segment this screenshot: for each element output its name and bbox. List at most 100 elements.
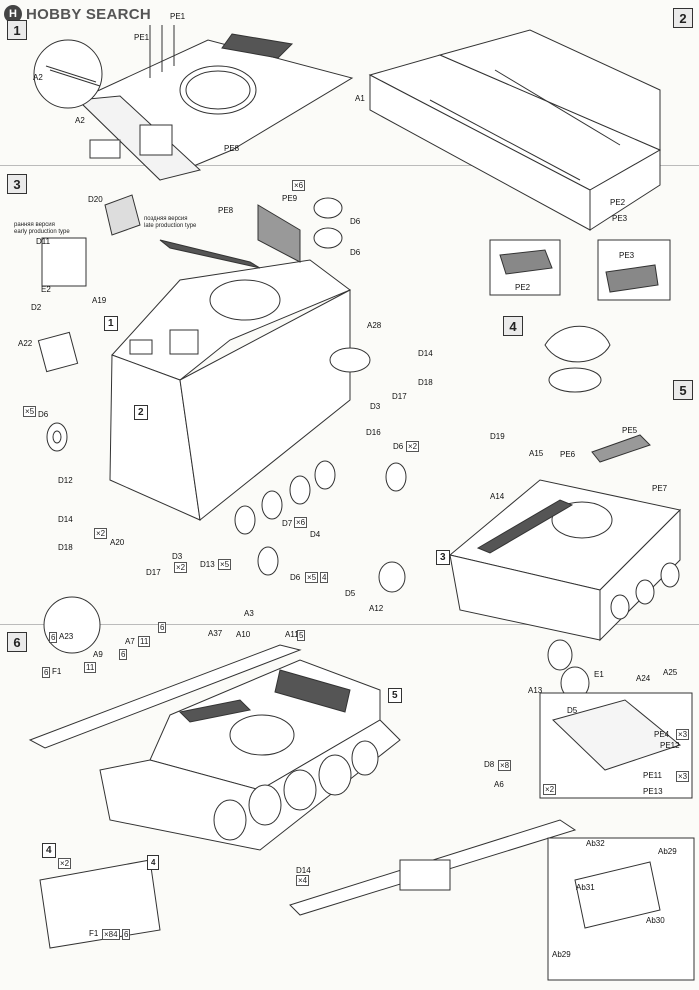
subassembly-ref: 2 <box>134 405 148 420</box>
quantity-marker: 5 <box>297 630 306 641</box>
part-label: A15 <box>529 449 544 458</box>
quantity-marker: ×84 <box>102 929 120 940</box>
part-label: A9 <box>93 650 103 659</box>
quantity-marker: ×2 <box>406 441 420 452</box>
part-label: A2 <box>75 116 85 125</box>
quantity-marker: ×2 <box>94 528 108 539</box>
quantity-marker: ×4 <box>296 875 310 886</box>
part-label: D11 <box>36 237 51 246</box>
quantity-marker: 6 <box>122 929 131 940</box>
step-number-4: 4 <box>503 316 523 336</box>
part-label: D18 <box>58 543 73 552</box>
part-label: PE11 <box>643 771 662 780</box>
part-label: A1 <box>355 94 365 103</box>
step-number-5: 5 <box>673 380 693 400</box>
late-variant-ru: поздняя версия <box>144 216 188 222</box>
quantity-marker: ×6 <box>292 180 306 191</box>
part-label: D6 <box>350 217 361 226</box>
part-label: D14 <box>296 866 311 875</box>
part-label: D7 <box>282 519 293 528</box>
quantity-marker: ×5 <box>305 572 319 583</box>
part-label: D3 <box>172 552 183 561</box>
part-label: D16 <box>366 428 381 437</box>
step3-hull-drawing <box>109 204 351 521</box>
part-label: A3 <box>244 609 254 618</box>
quantity-marker: 6 <box>42 667 51 678</box>
part-label: A11 <box>285 630 299 639</box>
quantity-marker: 4 <box>320 572 329 583</box>
quantity-marker: ×8 <box>498 760 512 771</box>
part-label: PE2 <box>515 283 531 292</box>
quantity-marker: ×3 <box>676 729 690 740</box>
part-label: PE1 <box>170 12 186 21</box>
early-variant-ru: ранняя версия <box>14 222 55 228</box>
part-label: E2 <box>41 285 51 294</box>
step-number-2: 2 <box>673 8 693 28</box>
subassembly-ref: 1 <box>104 316 118 331</box>
part-label: D12 <box>58 476 73 485</box>
quantity-marker: 6 <box>119 649 128 660</box>
step5-hull-drawing <box>378 434 682 700</box>
road-wheel-drawings <box>46 197 407 576</box>
part-label: D6 <box>393 442 404 451</box>
part-label: A19 <box>92 296 107 305</box>
subassembly-ref: 3 <box>436 550 450 565</box>
part-label: Ab32 <box>586 839 605 848</box>
part-label: Ab29 <box>658 847 677 856</box>
part-label: Ab30 <box>646 916 665 925</box>
part-label: PE7 <box>652 484 668 493</box>
hobby-search-logo: H HOBBY SEARCH <box>4 4 151 24</box>
part-label: A24 <box>636 674 651 683</box>
part-label: PE2 <box>610 198 626 207</box>
logo-mark-icon: H <box>4 5 22 23</box>
part-label: D17 <box>146 568 161 577</box>
part-label: PE8 <box>224 144 240 153</box>
part-label: F1 <box>52 667 62 676</box>
quantity-marker: 6 <box>158 622 167 633</box>
quantity-marker: ×6 <box>294 517 308 528</box>
quantity-marker: 6 <box>49 632 58 643</box>
quantity-marker: ×2 <box>543 784 557 795</box>
part-label: PE1 <box>134 33 150 42</box>
quantity-marker: ×2 <box>58 858 72 869</box>
part-label: A20 <box>110 538 125 547</box>
subassembly-ref: 4 <box>42 843 56 858</box>
part-label: A13 <box>528 686 543 695</box>
a22-plate-drawing <box>37 331 79 373</box>
part-label: D6 <box>350 248 361 257</box>
part-label: A10 <box>236 630 251 639</box>
step-number-6: 6 <box>7 632 27 652</box>
part-label: PE9 <box>282 194 298 203</box>
part-label: D14 <box>418 349 433 358</box>
step6-vehicle-drawing <box>28 644 577 916</box>
part-label: D6 <box>38 410 49 419</box>
divider <box>0 165 699 166</box>
part-label: PE13 <box>643 787 663 796</box>
quantity-marker: ×3 <box>676 771 690 782</box>
early-variant-en: early production type <box>14 229 70 235</box>
part-label: A7 <box>125 637 135 646</box>
a23-inset-circle <box>43 596 101 654</box>
subassembly-ref: 5 <box>388 688 402 703</box>
lower-hull-drawing <box>368 29 662 231</box>
part-label: A12 <box>369 604 384 613</box>
hull-top-plate-drawing <box>76 25 354 181</box>
part-label: D20 <box>88 195 103 204</box>
part-label: D8 <box>484 760 495 769</box>
track-link-inset <box>39 859 161 949</box>
part-label: PE4 <box>654 730 670 739</box>
late-variant-en: late production type <box>144 223 197 229</box>
part-label: Ab31 <box>576 883 595 892</box>
part-label: E1 <box>594 670 604 679</box>
quantity-marker: ×5 <box>218 559 232 570</box>
part-label: D6 <box>290 573 301 582</box>
part-label: PE8 <box>218 206 234 215</box>
part-label: Ab29 <box>552 950 571 959</box>
part-label: D2 <box>31 303 42 312</box>
step-number-1: 1 <box>7 20 27 40</box>
part-label: D19 <box>490 432 505 441</box>
part-label: D5 <box>567 706 578 715</box>
part-label: PE3 <box>612 214 628 223</box>
